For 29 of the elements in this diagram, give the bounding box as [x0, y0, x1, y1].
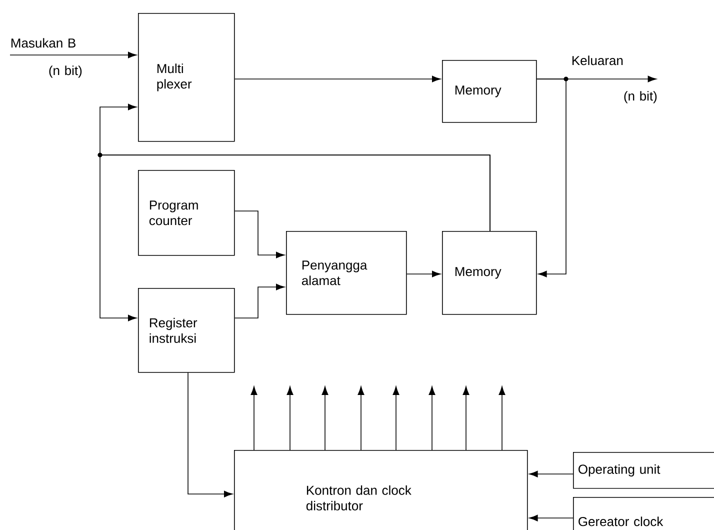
- block-box: Penyangga alamat: [286, 231, 407, 315]
- arrow: [286, 386, 294, 450]
- block-box: Program counter: [138, 170, 235, 256]
- arrow: [10, 52, 137, 58]
- block-box: Register instruksi: [138, 288, 235, 373]
- arrow: [406, 270, 441, 278]
- block-box: Kontron dan clock distributor: [234, 450, 528, 530]
- arrow: [428, 386, 436, 450]
- arrow: [234, 76, 441, 82]
- arrow: [529, 514, 574, 522]
- arrow: [234, 284, 285, 318]
- arrow: [234, 210, 285, 258]
- arrow: [498, 386, 506, 450]
- arrow: [529, 470, 574, 478]
- block-box: Memory: [442, 60, 537, 123]
- signal-label: Masukan B (n bit): [11, 38, 82, 78]
- arrow: [250, 386, 258, 450]
- arrow: [392, 386, 400, 450]
- arrow: [536, 78, 566, 278]
- arrow: [322, 386, 328, 450]
- arrow: [462, 386, 470, 450]
- block-box: Multi plexer: [138, 13, 235, 142]
- arrow: [188, 372, 233, 498]
- arrow: [358, 386, 364, 450]
- block-box: Operating unit: [573, 452, 714, 489]
- arrow: [100, 154, 490, 322]
- block-box: Memory: [442, 231, 537, 315]
- signal-label: Keluaran (n bit): [572, 56, 657, 104]
- block-box: Gereator clock: [573, 497, 714, 530]
